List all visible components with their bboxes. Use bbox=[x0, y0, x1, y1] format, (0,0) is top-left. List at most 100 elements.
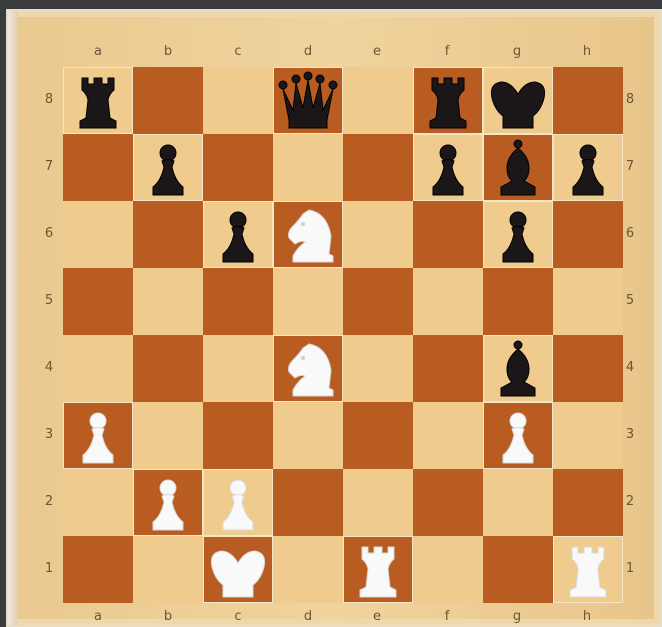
white-knight-d6[interactable] bbox=[273, 201, 343, 268]
black-pawn-icon bbox=[559, 137, 617, 199]
black-pawn-icon bbox=[209, 204, 267, 266]
black-rook-icon bbox=[419, 70, 477, 132]
square-f2[interactable] bbox=[413, 469, 483, 536]
square-c5[interactable] bbox=[203, 268, 273, 335]
black-pawn-icon bbox=[419, 137, 477, 199]
white-king-icon bbox=[209, 539, 267, 601]
white-rook-icon bbox=[559, 539, 617, 601]
black-pawn-c6[interactable] bbox=[203, 201, 273, 268]
square-f6[interactable] bbox=[413, 201, 483, 268]
black-bishop-g7[interactable] bbox=[483, 134, 553, 201]
square-d3[interactable] bbox=[273, 402, 343, 469]
square-f1[interactable] bbox=[413, 536, 483, 603]
square-c8[interactable] bbox=[203, 67, 273, 134]
white-king-c1[interactable] bbox=[203, 536, 273, 603]
square-h2[interactable] bbox=[553, 469, 623, 536]
black-rook-f8[interactable] bbox=[413, 67, 483, 134]
square-b5[interactable] bbox=[133, 268, 203, 335]
square-a1[interactable] bbox=[63, 536, 133, 603]
file-label-bottom: h bbox=[567, 609, 607, 624]
square-h6[interactable] bbox=[553, 201, 623, 268]
black-pawn-icon bbox=[139, 137, 197, 199]
square-e5[interactable] bbox=[343, 268, 413, 335]
square-c7[interactable] bbox=[203, 134, 273, 201]
black-pawn-h7[interactable] bbox=[553, 134, 623, 201]
white-pawn-icon bbox=[139, 472, 197, 534]
square-h4[interactable] bbox=[553, 335, 623, 402]
square-e4[interactable] bbox=[343, 335, 413, 402]
file-label-bottom: c bbox=[218, 609, 258, 624]
file-label-top: h bbox=[567, 44, 607, 59]
black-rook-a8[interactable] bbox=[63, 67, 133, 134]
file-label-top: f bbox=[427, 44, 467, 59]
file-label-top: d bbox=[288, 44, 328, 59]
white-pawn-g3[interactable] bbox=[483, 402, 553, 469]
white-pawn-icon bbox=[209, 472, 267, 534]
square-f4[interactable] bbox=[413, 335, 483, 402]
file-label-bottom: g bbox=[497, 609, 537, 624]
square-g1[interactable] bbox=[483, 536, 553, 603]
file-label-top: c bbox=[218, 44, 258, 59]
square-b6[interactable] bbox=[133, 201, 203, 268]
white-rook-e1[interactable] bbox=[343, 536, 413, 603]
file-label-top: e bbox=[357, 44, 397, 59]
square-a6[interactable] bbox=[63, 201, 133, 268]
black-king-g8[interactable] bbox=[483, 67, 553, 134]
square-e6[interactable] bbox=[343, 201, 413, 268]
white-knight-icon bbox=[279, 338, 337, 400]
square-b8[interactable] bbox=[133, 67, 203, 134]
black-bishop-g4[interactable] bbox=[483, 335, 553, 402]
square-d5[interactable] bbox=[273, 268, 343, 335]
square-c3[interactable] bbox=[203, 402, 273, 469]
white-pawn-c2[interactable] bbox=[203, 469, 273, 536]
square-e8[interactable] bbox=[343, 67, 413, 134]
square-f3[interactable] bbox=[413, 402, 483, 469]
file-label-bottom: e bbox=[357, 609, 397, 624]
black-pawn-f7[interactable] bbox=[413, 134, 483, 201]
black-queen-d8[interactable] bbox=[273, 67, 343, 134]
white-pawn-b2[interactable] bbox=[133, 469, 203, 536]
square-d1[interactable] bbox=[273, 536, 343, 603]
square-b1[interactable] bbox=[133, 536, 203, 603]
square-h3[interactable] bbox=[553, 402, 623, 469]
black-pawn-icon bbox=[489, 204, 547, 266]
white-rook-icon bbox=[349, 539, 407, 601]
file-label-top: g bbox=[497, 44, 537, 59]
white-pawn-a3[interactable] bbox=[63, 402, 133, 469]
file-label-bottom: f bbox=[427, 609, 467, 624]
file-label-bottom: b bbox=[148, 609, 188, 624]
white-pawn-icon bbox=[489, 405, 547, 467]
square-a5[interactable] bbox=[63, 268, 133, 335]
square-a7[interactable] bbox=[63, 134, 133, 201]
square-e2[interactable] bbox=[343, 469, 413, 536]
black-bishop-icon bbox=[489, 137, 547, 199]
square-d2[interactable] bbox=[273, 469, 343, 536]
square-h8[interactable] bbox=[553, 67, 623, 134]
square-d7[interactable] bbox=[273, 134, 343, 201]
square-b3[interactable] bbox=[133, 402, 203, 469]
file-label-bottom: d bbox=[288, 609, 328, 624]
square-e7[interactable] bbox=[343, 134, 413, 201]
square-g5[interactable] bbox=[483, 268, 553, 335]
black-bishop-icon bbox=[489, 338, 547, 400]
frame-edge bbox=[8, 11, 18, 625]
white-rook-h1[interactable] bbox=[553, 536, 623, 603]
square-h5[interactable] bbox=[553, 268, 623, 335]
black-king-icon bbox=[489, 70, 547, 132]
file-label-top: a bbox=[78, 44, 118, 59]
square-a2[interactable] bbox=[63, 469, 133, 536]
square-f5[interactable] bbox=[413, 268, 483, 335]
square-e3[interactable] bbox=[343, 402, 413, 469]
square-b4[interactable] bbox=[133, 335, 203, 402]
square-c4[interactable] bbox=[203, 335, 273, 402]
black-pawn-g6[interactable] bbox=[483, 201, 553, 268]
square-a4[interactable] bbox=[63, 335, 133, 402]
black-pawn-b7[interactable] bbox=[133, 134, 203, 201]
file-label-top: b bbox=[148, 44, 188, 59]
square-g2[interactable] bbox=[483, 469, 553, 536]
black-queen-icon bbox=[279, 70, 337, 132]
chessboard[interactable] bbox=[63, 67, 623, 603]
black-rook-icon bbox=[69, 70, 127, 132]
white-knight-d4[interactable] bbox=[273, 335, 343, 402]
file-label-bottom: a bbox=[78, 609, 118, 624]
